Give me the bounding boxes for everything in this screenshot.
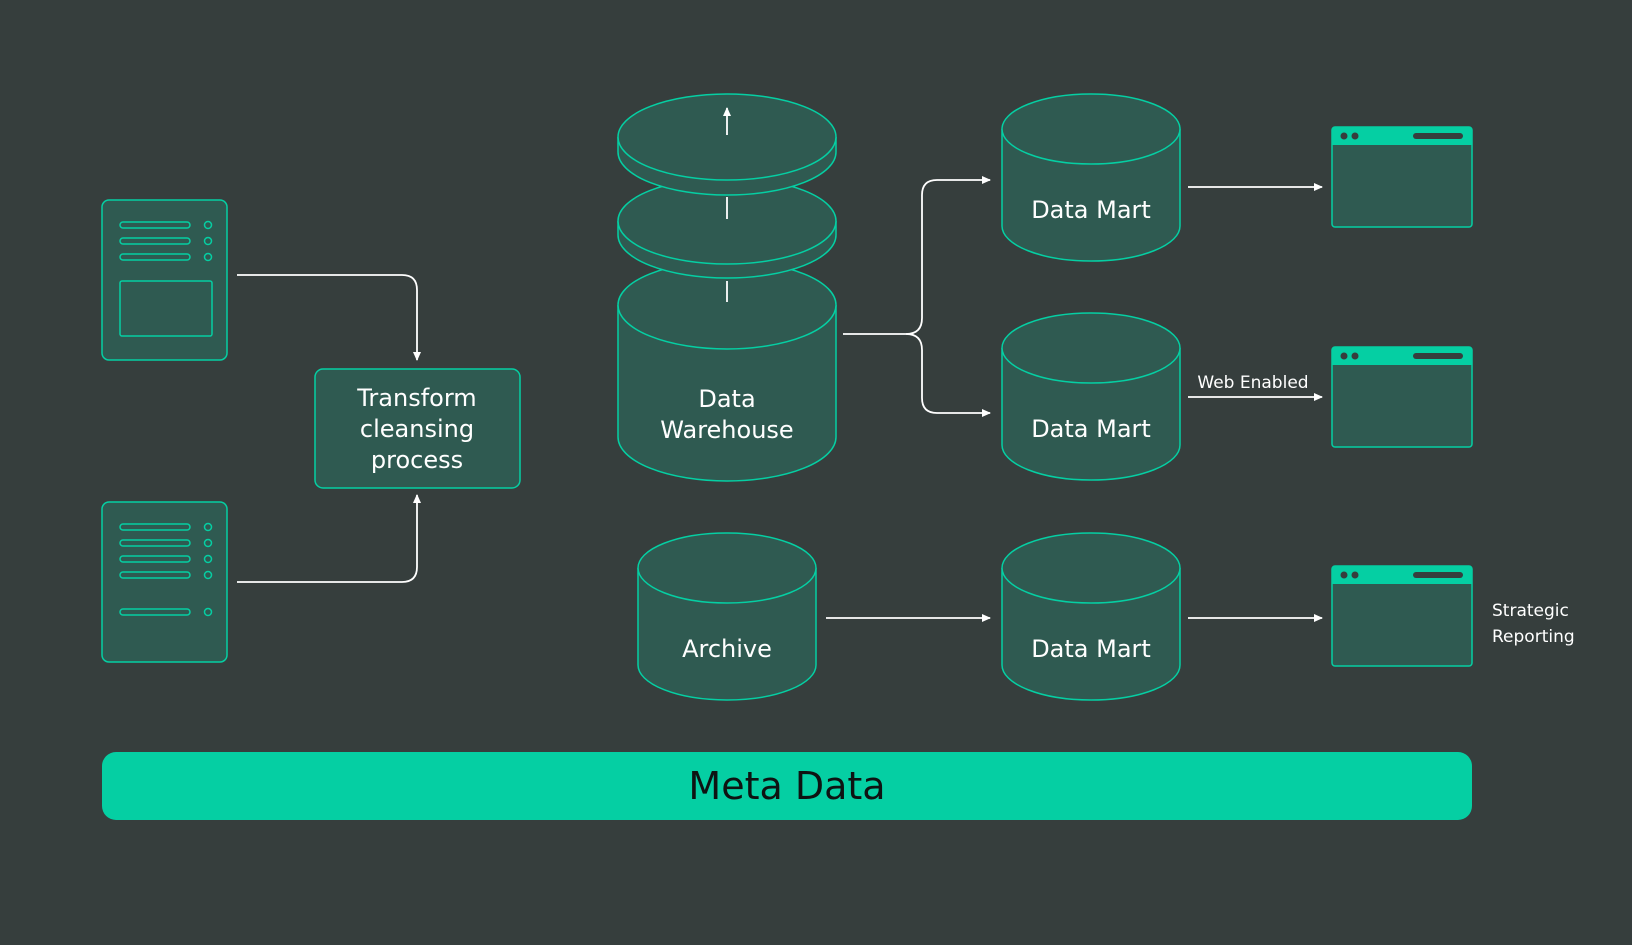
data-warehouse-cylinder: Data Warehouse	[617, 93, 837, 482]
data-mart-1-label: Data Mart	[1031, 196, 1151, 224]
archive-cylinder: Archive	[637, 532, 817, 701]
transform-process-box: Transform cleansing process	[314, 368, 521, 489]
data-mart-2-label: Data Mart	[1031, 415, 1151, 443]
report-3-browser-window-icon	[1331, 565, 1473, 667]
arrow-server2-to-transform	[237, 494, 421, 583]
source-server-2-icon	[101, 501, 228, 663]
data-mart-3-label: Data Mart	[1031, 635, 1151, 663]
report-2-browser-window-icon	[1331, 346, 1473, 448]
transform-label-line2: cleansing	[360, 415, 474, 443]
transform-label-line1: Transform	[356, 384, 476, 412]
arrow-server1-to-transform	[237, 274, 421, 361]
archive-label: Archive	[682, 635, 772, 663]
metadata-label: Meta Data	[688, 764, 885, 808]
data-mart-3-cylinder: Data Mart	[1001, 532, 1181, 701]
strategic-reporting-label-line2: Reporting	[1492, 627, 1575, 647]
warehouse-label-line1: Data	[698, 385, 755, 413]
web-enabled-label: Web Enabled	[1197, 373, 1308, 393]
arrow-warehouse-to-mart-1	[843, 176, 991, 335]
metadata-bar: Meta Data	[102, 752, 1472, 820]
data-mart-2-cylinder: Data Mart	[1001, 312, 1181, 481]
transform-label-line3: process	[371, 446, 463, 474]
data-mart-1-cylinder: Data Mart	[1001, 93, 1181, 262]
strategic-reporting-label-line1: Strategic	[1492, 601, 1569, 621]
warehouse-label-line2: Warehouse	[660, 416, 793, 444]
source-server-1-icon	[101, 199, 228, 361]
arrow-warehouse-to-mart-2	[905, 333, 991, 417]
report-1-browser-window-icon	[1331, 126, 1473, 228]
